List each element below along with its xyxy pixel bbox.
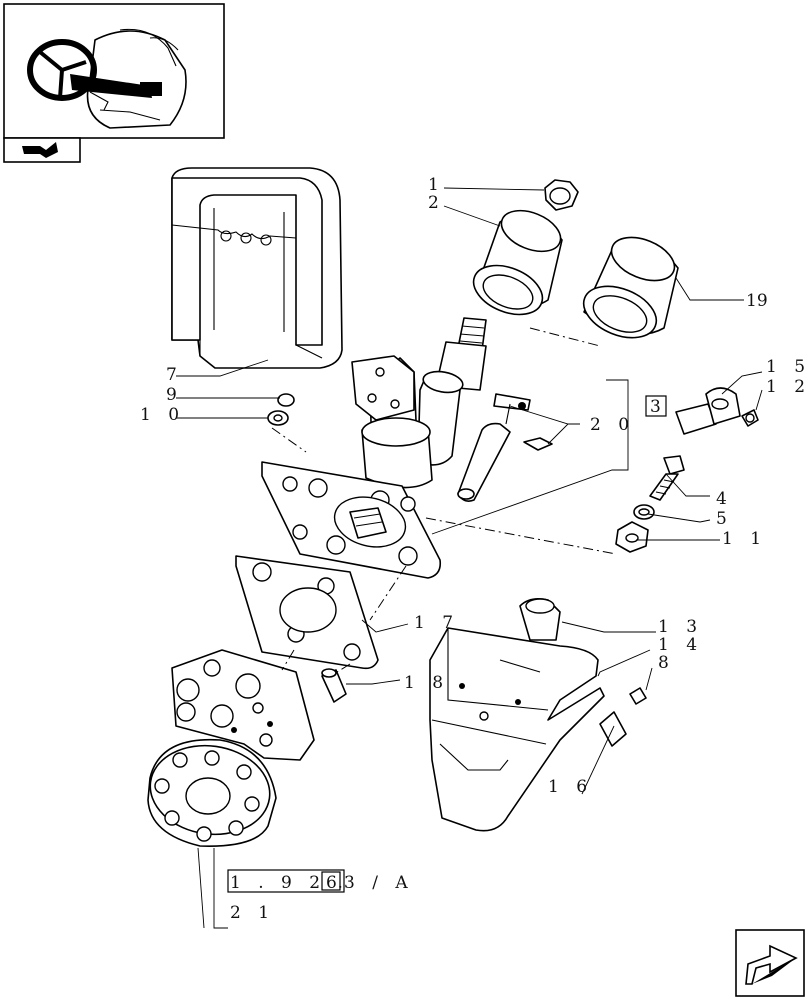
callout-9: 9 bbox=[166, 385, 183, 405]
washer bbox=[633, 504, 655, 520]
steering-column-cover bbox=[171, 167, 343, 369]
next-page-arrow-icon[interactable] bbox=[735, 929, 805, 997]
bracket bbox=[675, 387, 759, 435]
callout-3: 3 bbox=[650, 397, 661, 417]
group-ref-box bbox=[645, 395, 667, 417]
callout-15: 1 5 bbox=[766, 357, 808, 377]
callout-16: 1 6 bbox=[548, 777, 593, 797]
callout-1: 1 bbox=[428, 175, 445, 195]
callout-7: 7 bbox=[166, 365, 183, 385]
steering-unit bbox=[147, 649, 315, 847]
callout-14: 1 4 bbox=[658, 635, 703, 655]
back-arrow-icon[interactable] bbox=[22, 142, 58, 158]
callout-2: 2 bbox=[428, 193, 445, 213]
bushing-upper bbox=[472, 209, 563, 316]
callout-11: 1 1 bbox=[722, 529, 767, 549]
cross-reference-suffix: 3 / A bbox=[344, 873, 414, 893]
callout-18: 1 8 bbox=[404, 673, 449, 693]
callout-8: 8 bbox=[658, 653, 675, 673]
washer-left bbox=[267, 393, 295, 426]
steering-wheel-location-icon bbox=[27, 28, 187, 129]
callout-21: 2 1 bbox=[230, 903, 275, 923]
callout-10: 1 0 bbox=[140, 405, 185, 425]
callout-5: 5 bbox=[716, 509, 733, 529]
screw bbox=[649, 455, 685, 501]
steering-column bbox=[351, 317, 487, 491]
callout-labels: 1 2 19 1 5 1 2 7 9 1 0 2 0 3 4 5 1 1 1 7… bbox=[140, 175, 808, 923]
gas-spring bbox=[457, 393, 553, 502]
mounting-flange bbox=[261, 461, 442, 579]
thumbnail-panel bbox=[3, 3, 225, 163]
nut bbox=[544, 179, 579, 211]
screw-small bbox=[629, 687, 647, 705]
dowel-pipe bbox=[321, 668, 347, 703]
callout-20: 2 0 bbox=[590, 415, 635, 435]
callout-17: 1 7 bbox=[414, 613, 459, 633]
callout-12: 1 2 bbox=[766, 377, 808, 397]
lower-cover bbox=[429, 598, 605, 832]
cross-reference-prefix: 1 . 9 2 . bbox=[230, 873, 349, 893]
callout-19: 19 bbox=[746, 291, 768, 311]
bushing-spare bbox=[582, 236, 679, 339]
cross-reference-box[interactable] bbox=[227, 869, 345, 893]
callout-4: 4 bbox=[716, 489, 733, 509]
leader-lines bbox=[176, 187, 763, 929]
cross-reference-boxed-digit: 6 bbox=[326, 873, 337, 893]
callout-13: 1 3 bbox=[658, 617, 703, 637]
gasket bbox=[235, 555, 379, 670]
nut-lower bbox=[615, 521, 649, 553]
cross-reference-highlight bbox=[321, 871, 341, 891]
alignment-lines bbox=[271, 327, 617, 675]
